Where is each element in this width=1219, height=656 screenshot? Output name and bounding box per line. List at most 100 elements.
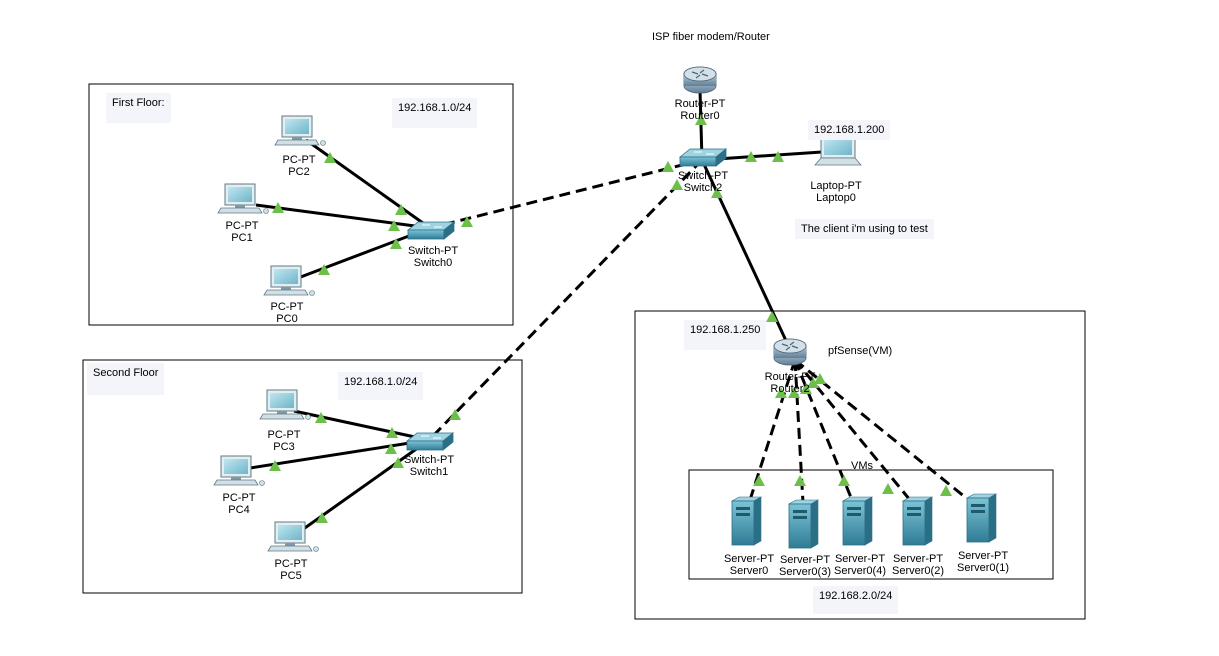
device-model: Laptop-PT <box>810 180 862 192</box>
switch0-device[interactable] <box>406 221 456 240</box>
device-model: Switch-PT <box>407 245 459 257</box>
pc1-device[interactable] <box>217 183 269 214</box>
first-floor-subnet: 192.168.1.0/24 <box>392 98 478 128</box>
port-up-indicator-icon <box>838 475 850 486</box>
device-name: PC4 <box>228 504 250 516</box>
pc0-device[interactable] <box>263 265 315 296</box>
laptop0-device[interactable] <box>814 135 862 166</box>
device-name: Switch0 <box>413 257 453 269</box>
port-up-indicator-icon <box>315 412 327 423</box>
pc5-device[interactable] <box>267 521 319 552</box>
device-name: Server0(1) <box>957 562 1009 574</box>
pc3-device[interactable] <box>259 389 311 420</box>
server04-device[interactable] <box>841 496 874 546</box>
device-model: PC-PT <box>225 220 259 232</box>
link-pc2-switch0[interactable] <box>305 138 431 230</box>
port-up-indicator-icon <box>272 202 284 213</box>
server02-device[interactable] <box>901 496 934 546</box>
port-status-layer <box>269 114 952 523</box>
link-pc1-switch0[interactable] <box>255 203 431 230</box>
second-floor-area <box>82 359 523 594</box>
server03-device[interactable] <box>787 499 820 549</box>
port-up-indicator-icon <box>695 114 707 125</box>
device-model: Server-PT <box>957 550 1009 562</box>
link-pc4-switch1[interactable] <box>249 438 430 470</box>
link-router2-server0[interactable] <box>748 359 797 501</box>
port-up-indicator-icon <box>662 161 674 172</box>
router0-device[interactable] <box>683 66 717 94</box>
pc2-device[interactable] <box>274 115 326 146</box>
port-up-indicator-icon <box>775 387 787 398</box>
first-floor-title: First Floor: <box>106 93 171 123</box>
port-up-indicator-icon <box>753 475 765 486</box>
port-up-indicator-icon <box>882 483 894 494</box>
link-switch2-switch0[interactable] <box>429 158 703 230</box>
device-model: Server-PT <box>779 554 831 566</box>
port-up-indicator-icon <box>316 512 328 523</box>
port-up-indicator-icon <box>395 204 407 215</box>
switch-icon <box>405 432 455 451</box>
device-name: Server0(2) <box>892 565 944 577</box>
router2-device[interactable] <box>773 338 807 366</box>
server-icon <box>787 499 820 549</box>
device-model: Router-PT <box>674 98 726 110</box>
pc-icon <box>217 183 269 214</box>
port-up-indicator-icon <box>386 427 398 438</box>
port-up-indicator-icon <box>772 151 784 162</box>
device-model: Router-PT <box>764 371 816 383</box>
port-up-indicator-icon <box>269 460 281 471</box>
device-name: Server0(3) <box>779 566 831 578</box>
link-router2-server04[interactable] <box>793 359 854 501</box>
links-layer <box>249 89 966 532</box>
switch1-device[interactable] <box>405 432 455 451</box>
server01-device[interactable] <box>965 493 998 543</box>
port-up-indicator-icon <box>392 457 404 468</box>
isp-label: ISP fiber modem/Router <box>652 31 770 43</box>
laptop-icon <box>814 135 862 166</box>
port-up-indicator-icon <box>324 152 336 163</box>
switch2-device[interactable] <box>678 148 728 167</box>
link-pc3-switch1[interactable] <box>293 409 430 442</box>
port-up-indicator-icon <box>671 179 683 190</box>
device-name: Router2 <box>770 383 810 395</box>
pc-icon <box>274 115 326 146</box>
device-model: PC-PT <box>282 154 316 166</box>
device-name: Switch2 <box>683 182 723 194</box>
second-floor-subnet: 192.168.1.0/24 <box>338 372 424 400</box>
device-model: PC-PT <box>222 492 256 504</box>
pc-icon <box>267 521 319 552</box>
router-icon <box>773 338 807 366</box>
pc4-device[interactable] <box>213 455 265 486</box>
device-model: Switch-PT <box>403 454 455 466</box>
port-up-indicator-icon <box>940 485 952 496</box>
port-up-indicator-icon <box>807 377 819 388</box>
first-floor-area <box>88 83 514 326</box>
link-switch2-switch1[interactable] <box>427 158 704 442</box>
port-up-indicator-icon <box>390 238 402 249</box>
pfsense-title: pfSense(VM) <box>828 345 893 357</box>
device-model: PC-PT <box>274 558 308 570</box>
port-up-indicator-icon <box>388 220 400 231</box>
device-name: Switch1 <box>409 466 449 478</box>
server0-device[interactable] <box>730 496 763 546</box>
port-up-indicator-icon <box>766 311 778 322</box>
device-name: Server0 <box>729 565 769 577</box>
device-name: Router0 <box>680 110 720 122</box>
link-router2-server02[interactable] <box>793 359 912 501</box>
client-note: The client i'm using to test <box>795 219 934 239</box>
port-up-indicator-icon <box>449 409 461 420</box>
